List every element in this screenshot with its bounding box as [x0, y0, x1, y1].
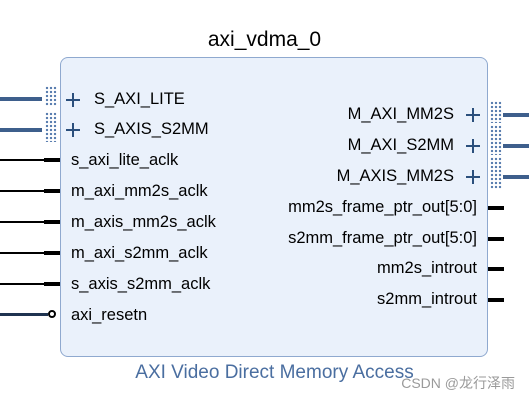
port-label: s2mm_introut — [377, 290, 477, 308]
port-label: axi_resetn — [71, 306, 148, 324]
port-label: s2mm_frame_ptr_out[5:0] — [288, 229, 477, 247]
port-label: s_axi_lite_aclk — [71, 151, 179, 169]
bus-wire[interactable] — [503, 144, 529, 148]
watermark: CSDN @龙行泽雨 — [401, 375, 515, 391]
expand-plus-icon[interactable] — [66, 93, 80, 107]
port-label: M_AXI_MM2S — [347, 105, 454, 123]
pin — [488, 206, 504, 210]
bus-connector-icon — [490, 125, 502, 155]
pin — [44, 220, 60, 224]
pin — [44, 282, 60, 286]
inversion-bubble-icon — [48, 310, 56, 318]
bus-connector-icon — [45, 86, 57, 106]
port-label: m_axis_mm2s_aclk — [71, 213, 216, 231]
signal-wire[interactable] — [0, 190, 44, 192]
pin — [488, 237, 504, 241]
bus-wire[interactable] — [503, 175, 529, 179]
signal-wire[interactable] — [0, 159, 44, 161]
signal-wire[interactable] — [0, 252, 44, 254]
port-label: m_axi_s2mm_aclk — [71, 244, 208, 262]
block-subtitle: AXI Video Direct Memory Access — [135, 362, 414, 383]
port-label: mm2s_introut — [377, 259, 477, 277]
port-label: M_AXI_S2MM — [347, 136, 454, 154]
port-label: mm2s_frame_ptr_out[5:0] — [288, 198, 477, 216]
signal-wire[interactable] — [0, 221, 44, 223]
pin — [44, 158, 60, 162]
block-title: axi_vdma_0 — [207, 28, 322, 51]
ip-block[interactable] — [60, 57, 488, 357]
port-label: m_axi_mm2s_aclk — [71, 182, 208, 200]
expand-plus-icon[interactable] — [66, 123, 80, 137]
port-label: S_AXI_LITE — [94, 90, 185, 108]
pin — [44, 251, 60, 255]
signal-wire[interactable] — [0, 283, 44, 285]
bus-wire[interactable] — [0, 97, 42, 101]
pin — [44, 189, 60, 193]
bus-wire[interactable] — [503, 113, 529, 117]
signal-wire[interactable] — [0, 313, 48, 316]
expand-plus-icon[interactable] — [466, 170, 480, 184]
port-label: S_AXIS_S2MM — [94, 120, 209, 138]
pin — [488, 298, 504, 302]
expand-plus-icon[interactable] — [466, 139, 480, 153]
pin — [488, 267, 504, 271]
port-label: M_AXIS_MM2S — [336, 167, 454, 185]
bus-wire[interactable] — [0, 128, 42, 132]
bus-connector-icon — [45, 112, 57, 142]
bus-connector-icon — [490, 101, 502, 123]
port-label: s_axis_s2mm_aclk — [71, 275, 211, 293]
expand-plus-icon[interactable] — [466, 108, 480, 122]
bus-connector-icon — [490, 157, 502, 189]
